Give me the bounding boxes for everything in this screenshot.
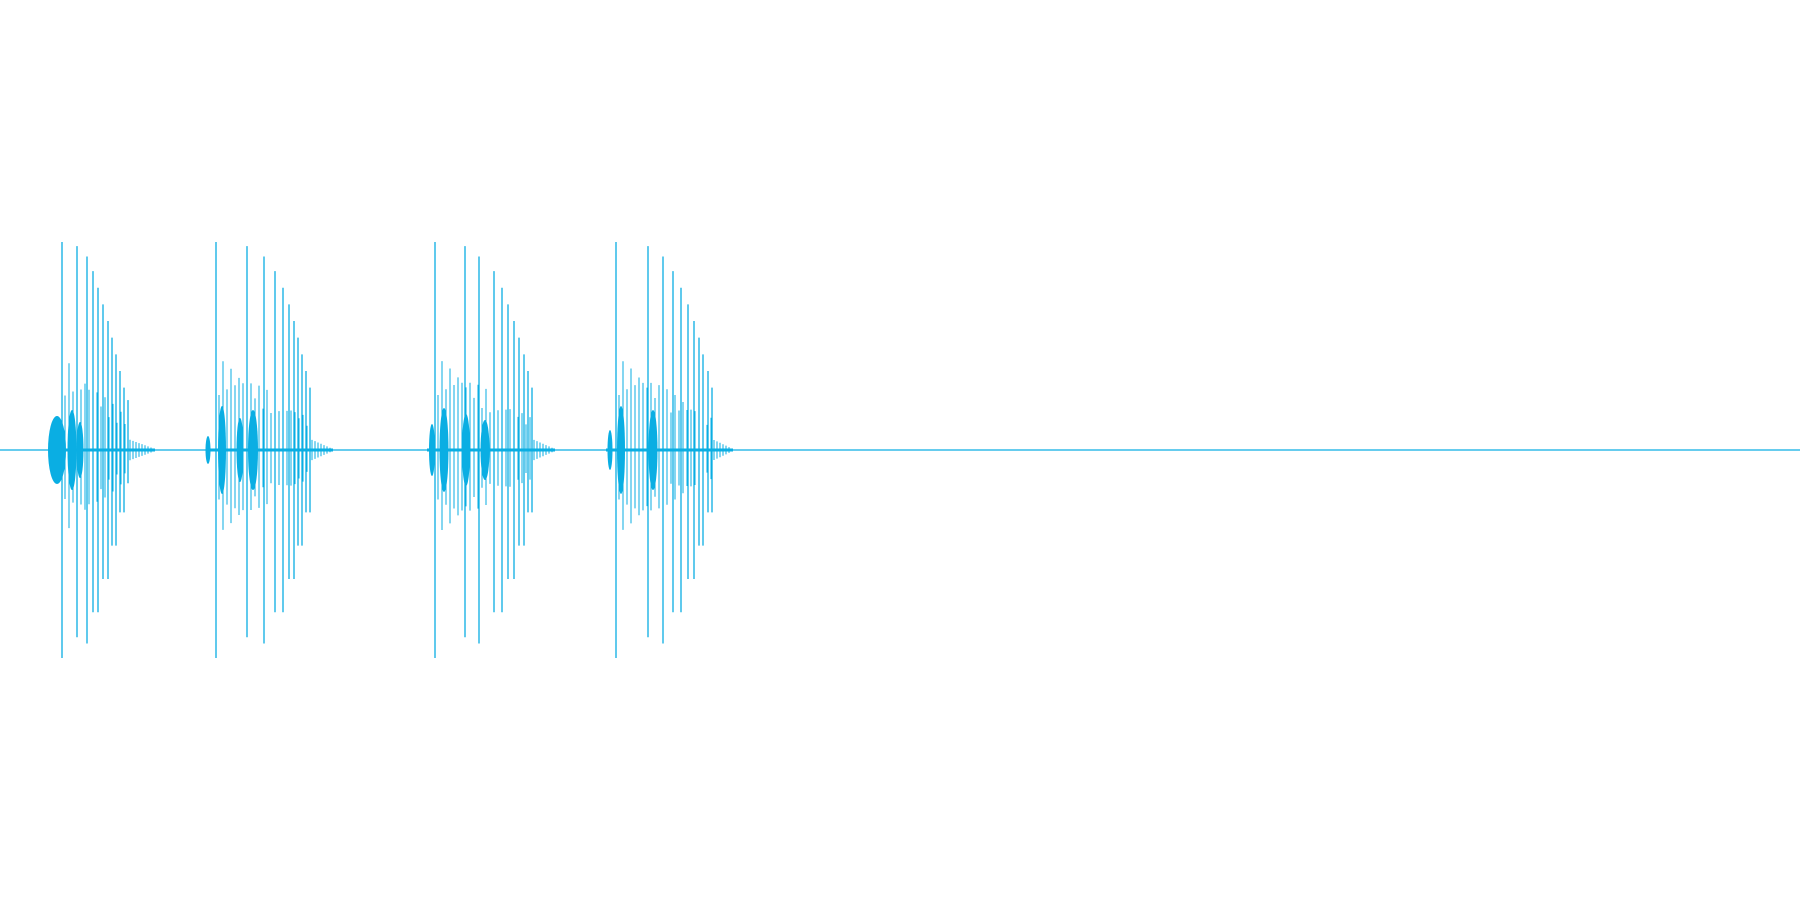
waveform-blob (607, 430, 613, 470)
waveform-blob (480, 420, 490, 480)
waveform-blob (76, 422, 84, 478)
waveform-blob (439, 408, 449, 492)
waveform-blob (236, 418, 244, 482)
waveform-blob (205, 436, 211, 464)
waveform-bursts (48, 242, 733, 658)
waveform-blob (429, 424, 435, 476)
waveform-blob (648, 410, 658, 490)
waveform-burst (427, 242, 555, 658)
waveform-burst (606, 242, 733, 658)
waveform-blob (67, 410, 77, 490)
waveform-blob (48, 416, 66, 484)
waveform-blob (218, 406, 226, 494)
waveform-blob (617, 406, 625, 494)
waveform-burst (48, 242, 155, 658)
waveform-burst (205, 242, 333, 658)
waveform-blob (248, 410, 258, 490)
